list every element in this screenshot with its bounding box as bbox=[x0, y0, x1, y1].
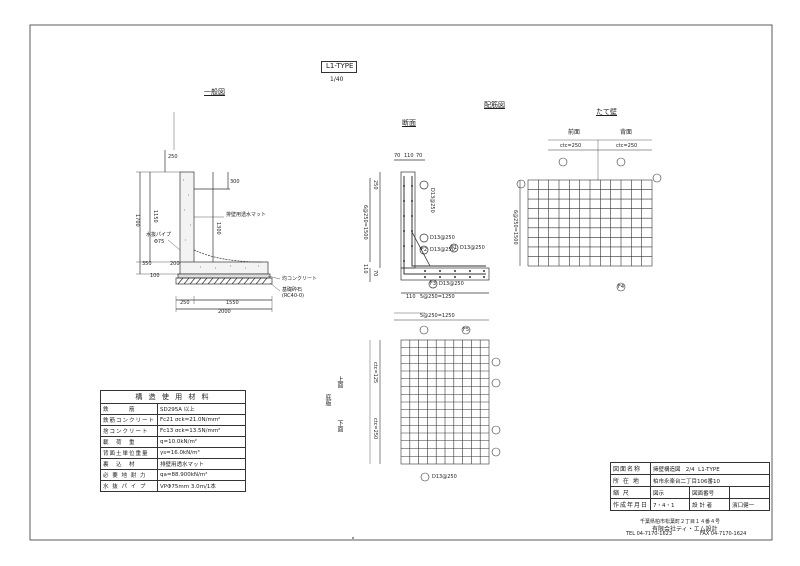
dim-300: 300 bbox=[230, 179, 240, 185]
bar-spec-4: D13@250 bbox=[460, 245, 485, 251]
drawing-name: 擁壁構造図 2/4 L1-TYPE bbox=[650, 462, 770, 475]
dim-350: 350 bbox=[142, 261, 152, 267]
cross-dim-side-2: 250 bbox=[372, 180, 378, 190]
cross-dim-bottom-2: 110 bbox=[406, 294, 416, 300]
cross-dim-side: 6@250=1500 bbox=[362, 205, 368, 240]
type-label: L1-TYPE bbox=[326, 62, 354, 70]
bar-spec-3: D13@250 bbox=[430, 247, 455, 253]
cross-dim-top-1: 70 bbox=[394, 153, 401, 159]
dim-2000: 2000 bbox=[218, 309, 231, 315]
cross-dim-top-2: 110 bbox=[404, 153, 414, 159]
type-label-box bbox=[321, 61, 357, 73]
front-label: 前面 bbox=[568, 129, 581, 136]
bar-spec-5: D13@250 bbox=[439, 281, 464, 287]
bar-spec-6: D13@250 bbox=[432, 474, 457, 480]
plan-top-dim: 5@250=1250 bbox=[420, 313, 455, 319]
company-name: 有限会社ティ・エム設計 bbox=[652, 526, 718, 533]
general-drawing-title: 一般図 bbox=[204, 88, 225, 96]
dim-250-top: 250 bbox=[168, 154, 178, 160]
vertical-wall-title: たて壁 bbox=[596, 108, 617, 116]
sheet-border bbox=[29, 24, 773, 541]
plan-top-label: 上面 bbox=[336, 376, 343, 388]
dim-200: 200 bbox=[170, 261, 180, 267]
company-address: 千葉県柏市松葉町２丁目１４番４号 bbox=[640, 519, 721, 525]
drain-pipe-label: 水抜パイプ bbox=[146, 232, 172, 238]
wall-ctc-back: ctc=250 bbox=[616, 143, 638, 149]
bar-spec-1: D13@250 bbox=[429, 188, 435, 213]
sheet-type: L1-TYPE bbox=[698, 466, 720, 473]
scale-value: 図示 bbox=[650, 486, 691, 499]
location: 柏市永楽台二丁目106番10 bbox=[650, 474, 770, 487]
cross-dim-side-3: 110 bbox=[362, 264, 368, 274]
materials-title: 構 造 使 用 材 料 bbox=[100, 390, 246, 404]
bar-spec-2: D13@250 bbox=[430, 235, 455, 241]
plan-ctc-top: ctc=125 bbox=[372, 362, 378, 384]
dim-1300: 1300 bbox=[215, 222, 221, 235]
base-slab-plan bbox=[369, 312, 501, 482]
designer-name: 濱口健一 bbox=[729, 498, 770, 511]
company-fax: FAX 04-7170-1624 bbox=[700, 531, 747, 537]
wall-side-dim: 6@250=1500 bbox=[512, 210, 518, 245]
bar-id-f2: F2 bbox=[421, 247, 428, 253]
gravel-type: (RC40-0) bbox=[282, 293, 304, 299]
sheet-number: 2/4 bbox=[685, 466, 695, 473]
back-label: 背面 bbox=[620, 129, 633, 136]
leveling-concrete-label: 均コンクリート bbox=[282, 276, 318, 282]
designer-key: 設 計 者 bbox=[689, 498, 731, 511]
dim-250-bottom: 250 bbox=[180, 300, 190, 306]
vertical-wall-mesh bbox=[516, 139, 662, 292]
wall-ctc-front: ctc=250 bbox=[560, 143, 582, 149]
cross-dim-bottom: 5@250=1250 bbox=[420, 294, 455, 300]
rebar-drawing-title: 配筋図 bbox=[484, 101, 505, 109]
title-block: 図面名称 擁壁構造図 2/4 L1-TYPE 所 在 地 柏市永楽台二丁目106… bbox=[609, 462, 770, 511]
dim-1150: 1150 bbox=[152, 210, 158, 223]
scale-key: 縮 尺 bbox=[609, 486, 652, 499]
plan-side-label: 底版 bbox=[324, 394, 331, 406]
gravel-label: 基礎砕石 bbox=[282, 287, 303, 293]
bar-id-f4: F4 bbox=[618, 284, 625, 290]
cross-section-title: 断面 bbox=[402, 119, 416, 127]
drain-mat-label: 排壁用透水マット bbox=[226, 212, 267, 218]
materials-row: 裏 込 材排壁用透水マット bbox=[99, 458, 246, 470]
general-drawing bbox=[136, 112, 281, 312]
cross-dim-side-4: 70 bbox=[372, 270, 378, 277]
rebar-cross-section bbox=[369, 159, 490, 294]
date-value: 7・4・1 bbox=[650, 498, 691, 511]
drawing-name-key: 図面名称 bbox=[609, 462, 652, 475]
drawing-scale: 1/40 bbox=[330, 76, 344, 83]
drain-pipe-size: Φ75 bbox=[154, 239, 165, 245]
dim-1550: 1550 bbox=[226, 300, 239, 306]
dim-100: 100 bbox=[150, 273, 160, 279]
company-tel: TEL 04-7170-1623 bbox=[626, 531, 673, 537]
cross-dim-top-3: 70 bbox=[416, 153, 423, 159]
dim-1700: 1700 bbox=[134, 214, 140, 227]
bar-id-f3: F3 bbox=[430, 281, 437, 287]
drawing-number bbox=[729, 486, 770, 499]
bar-id-f1: F1 bbox=[451, 245, 458, 251]
date-key: 作成年月日 bbox=[609, 498, 652, 511]
drawing-number-key: 図面番号 bbox=[689, 486, 731, 499]
bar-id-f5: F5 bbox=[463, 327, 470, 333]
location-key: 所 在 地 bbox=[609, 474, 652, 487]
plan-bottom-label: 下面 bbox=[336, 420, 343, 432]
plan-ctc-bottom: ctc=250 bbox=[372, 418, 378, 440]
